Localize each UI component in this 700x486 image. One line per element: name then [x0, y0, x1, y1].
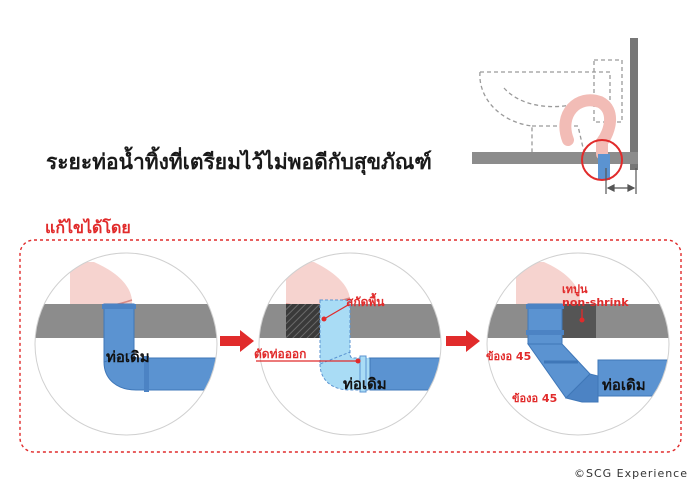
arrow-right-icon: [446, 330, 480, 352]
toilet-illustration: [472, 38, 638, 194]
chip-floor-leader: [321, 304, 349, 322]
grout-label-line1: เทปูน: [562, 283, 588, 296]
chip-floor-label: สกัดพื้น: [346, 295, 385, 309]
grout-label: เทปูน non-shrink: [562, 283, 629, 309]
distance-arrow: [605, 168, 637, 194]
grout-label-line2: non-shrink: [562, 296, 629, 309]
fix-title: แก้ไขได้โดย: [45, 218, 131, 237]
watermark: ©SCG Experience: [573, 467, 688, 480]
pipe: [103, 303, 135, 363]
toilet-trap: [559, 94, 616, 160]
headline: ระยะท่อน้ำทิ้งที่เตรียมไว้ไม่พอดีกับสุขภ…: [46, 150, 432, 174]
cut-pipe: [319, 299, 351, 365]
step-3-panel: [486, 252, 670, 436]
existing-pipe: [597, 359, 669, 397]
step-2-pipe-label: ท่อเดิม: [343, 375, 387, 393]
step-1-pipe-label: ท่อเดิม: [106, 348, 150, 366]
step-3-pipe-label: ท่อเดิม: [602, 376, 646, 394]
existing-pipe: [369, 357, 441, 391]
new-pipe: [527, 303, 563, 345]
arrow-right-icon: [220, 330, 254, 352]
cut-pipe-leader: [256, 358, 361, 364]
grout-leader: [579, 309, 585, 323]
toilet-base: [516, 262, 581, 304]
highlight-circle: [581, 139, 623, 181]
wall: [630, 38, 638, 170]
step-1-panel: [34, 252, 218, 436]
toilet-base: [70, 262, 133, 306]
cut-pipe-label: ตัดท่อออก: [254, 347, 307, 361]
elbow-label-2: ข้องอ 45: [512, 392, 558, 405]
elbow-label-1: ข้องอ 45: [486, 350, 532, 363]
chipped-floor: [286, 304, 320, 338]
toilet-base: [286, 262, 351, 304]
step-2-panel: [258, 252, 442, 436]
drain-pipe: [598, 154, 610, 180]
grout-fill: [562, 304, 596, 338]
